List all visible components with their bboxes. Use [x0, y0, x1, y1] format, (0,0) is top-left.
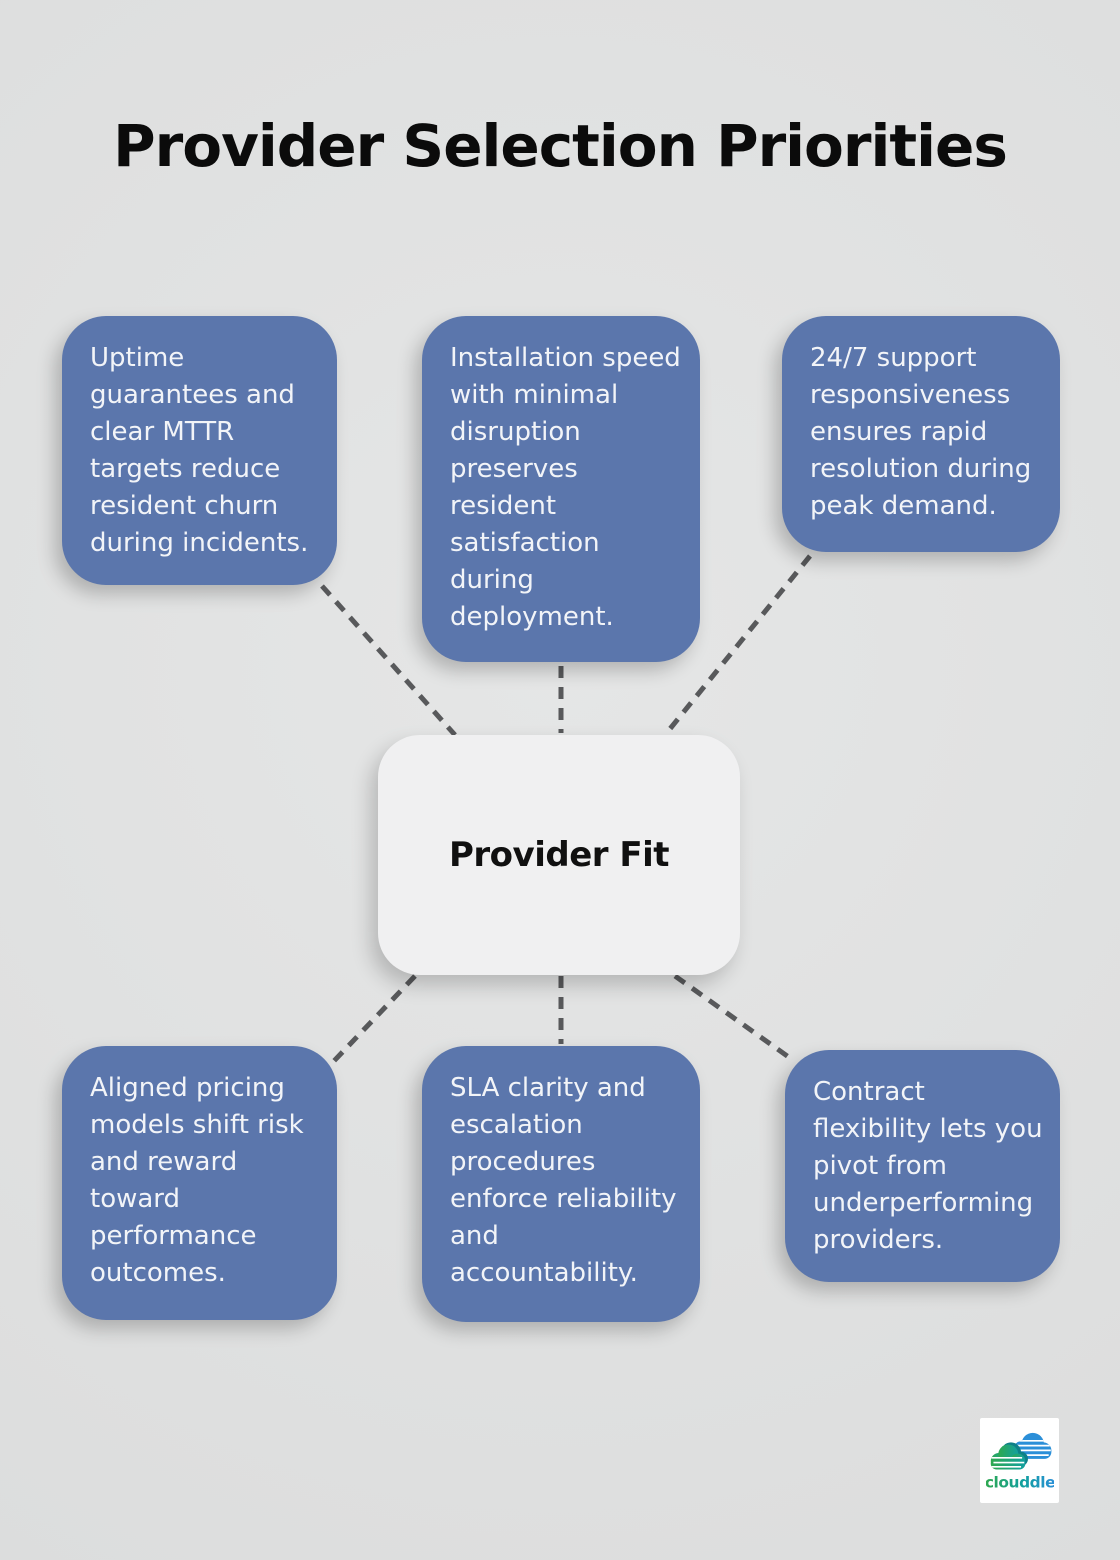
connector-line	[673, 973, 792, 1061]
connector-line	[663, 554, 812, 737]
node-card-pricing: Aligned pricing models shift risk and re…	[62, 1046, 337, 1320]
node-card-uptime: Uptime guarantees and clear MTTR targets…	[62, 316, 337, 585]
center-node-label: Provider Fit	[449, 835, 670, 875]
node-card-sla: SLA clarity and escalation procedures en…	[422, 1046, 700, 1322]
clouddle-logo-icon: clouddle	[986, 1432, 1054, 1491]
page-title: Provider Selection Priorities	[113, 112, 1008, 180]
connector-line	[331, 974, 417, 1064]
brand-logo: clouddle	[980, 1418, 1059, 1503]
node-card-contract: Contract flexibility lets you pivot from…	[785, 1050, 1060, 1282]
node-card-installation: Installation speed with minimal disrupti…	[422, 316, 700, 662]
node-card-support: 24/7 support responsiveness ensures rapi…	[782, 316, 1060, 552]
brand-wordmark: clouddle	[986, 1473, 1054, 1491]
center-node: Provider Fit	[378, 735, 740, 975]
